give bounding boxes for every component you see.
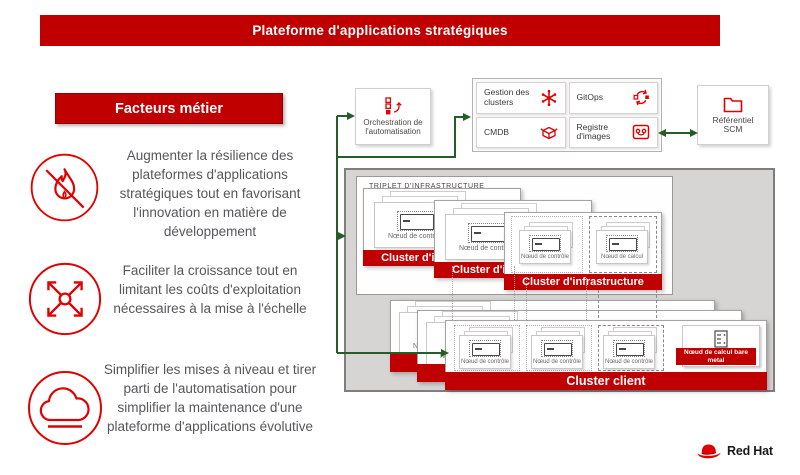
cluster-management-label: Gestion des clusters: [484, 87, 530, 107]
node-chip-icon: [606, 234, 638, 252]
control-node-stack: Nœud de contrôle: [459, 327, 517, 371]
node-label: Nœud de contrôle: [460, 358, 510, 365]
control-node-group-dashed: Nœud de contrôle: [598, 325, 664, 371]
projection-line: [526, 278, 527, 324]
node-chip-icon: [468, 222, 506, 243]
automation-icon: [385, 96, 402, 114]
projection-line: [452, 266, 453, 322]
projection-line-dashed: [656, 290, 657, 348]
projection-line: [514, 266, 515, 322]
driver-text-upgrades: Simplifier les mises à niveau et tirer p…: [103, 362, 317, 434]
control-node-stack: Nœud de contrôle: [531, 327, 589, 371]
automation-orchestration-box: Orchestration de l'automatisation: [355, 88, 431, 145]
cluster-banner: Cluster d'infrastructure: [504, 274, 662, 290]
driver-text-resilience: Augmenter la résilience des plateformes …: [119, 148, 301, 239]
automation-orchestration-label: Orchestration de l'automatisation: [363, 117, 423, 137]
compute-node-group: Nœud de calcul: [589, 216, 657, 273]
projection-line-dashed: [598, 290, 599, 348]
node-label: Nœud de contrôle: [458, 244, 516, 252]
business-drivers-heading: Facteurs métier: [55, 93, 283, 124]
node-chip-icon: [529, 234, 561, 252]
cluster-management-card: Gestion des clusters: [476, 82, 566, 114]
image-registry-icon: [632, 125, 650, 140]
baremetal-node-label: Nœud de calcul bare metal: [676, 348, 756, 365]
control-node-group: Nœud de contrôle: [526, 325, 592, 371]
baremetal-server-icon: [714, 330, 728, 348]
node-label: Nœud de contrôle: [387, 232, 445, 240]
gitops-icon: [633, 89, 649, 106]
node-chip-icon: [469, 339, 501, 357]
control-node-group: Nœud de contrôle: [511, 216, 583, 273]
scm-repository-label: Référentiel SCM: [712, 114, 754, 134]
node-label: Nœud de contrôle: [520, 253, 570, 260]
driver-text-growth: Faciliter la croissance tout en limitant…: [113, 263, 307, 316]
node-label: Nœud de calcul: [600, 253, 644, 260]
cloud-icon: [28, 371, 102, 445]
control-node-group: Nœud de contrôle: [454, 325, 520, 371]
cmdb-icon: [539, 126, 558, 139]
page-title: Plateforme d'applications stratégiques: [252, 23, 508, 38]
infrastructure-triplet-label: TRIPLET D'INFRASTRUCTURE: [369, 183, 485, 190]
infrastructure-cluster-3: Nœud de contrôle Nœud de calcul Cluster …: [504, 212, 662, 290]
redhat-logo: Red Hat: [696, 441, 773, 461]
redhat-fedora-icon: [697, 444, 721, 459]
client-cluster-3: Nœud de contrôle Nœud de contrôle Nœud d…: [445, 320, 767, 390]
cluster-management-group: Gestion des clusters GitOps: [472, 78, 662, 152]
folder-icon: [723, 97, 743, 112]
cluster-management-icon: [541, 89, 556, 106]
gitops-label: GitOps: [576, 92, 603, 102]
node-label: Nœud de contrôle: [532, 358, 582, 365]
gitops-card: GitOps: [568, 82, 658, 114]
projection-line: [586, 278, 587, 324]
node-label: Nœud de contrôle: [604, 358, 654, 365]
scm-repository-box: Référentiel SCM: [697, 85, 769, 145]
baremetal-node-card: Nœud de calcul bare metal: [676, 325, 760, 367]
image-registry-card: Registre d'images: [568, 116, 658, 148]
control-node-stack: Nœud de contrôle: [519, 222, 577, 266]
image-registry-label: Registre d'images: [576, 121, 611, 142]
title-banner: Plateforme d'applications stratégiques: [40, 15, 720, 46]
cmdb-label: CMDB: [484, 126, 510, 137]
cluster-banner: Cluster client: [445, 372, 767, 390]
expand-arrows-icon: [28, 262, 102, 336]
compute-node-stack: Nœud de calcul: [596, 222, 654, 266]
cmdb-card: CMDB: [476, 116, 566, 148]
control-node-stack: Nœud de contrôle: [603, 327, 661, 371]
fire-crossed-icon: [30, 153, 99, 222]
node-chip-icon: [397, 210, 435, 231]
node-chip-icon: [541, 339, 573, 357]
node-chip-icon: [613, 339, 645, 357]
redhat-logo-text: Red Hat: [727, 444, 773, 458]
